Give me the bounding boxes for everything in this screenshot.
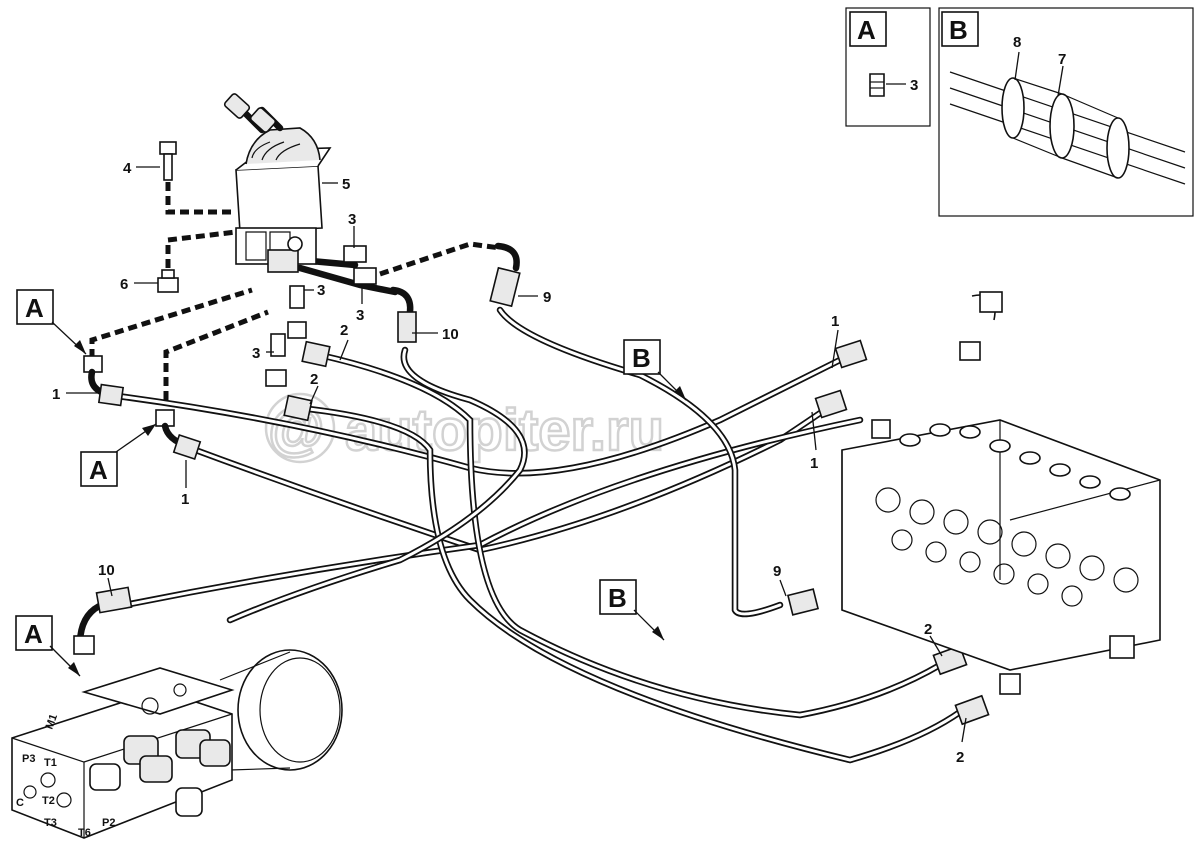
leader-lines xyxy=(66,166,967,743)
port-label-t1: T1 xyxy=(44,757,57,769)
callout-4: 4 xyxy=(123,160,132,177)
joystick-assembly xyxy=(157,93,332,293)
view-tag-a-1: A xyxy=(25,293,44,323)
callout-2-lower: 2 xyxy=(310,371,318,388)
inset-view-a: A 3 xyxy=(845,7,931,127)
dashed-references xyxy=(89,168,501,400)
callout-numbers: 4 5 6 3 3 3 3 2 2 1 1 10 9 1 1 9 2 2 10 xyxy=(52,160,964,766)
callout-3-inset: 3 xyxy=(910,77,918,94)
callout-3-left: 3 xyxy=(252,345,260,362)
port-label-t3: T3 xyxy=(44,817,57,829)
view-tag-b-2: B xyxy=(608,583,627,613)
callout-6: 6 xyxy=(120,276,128,293)
port-label-t6: T6 xyxy=(78,827,91,839)
callout-3-top: 3 xyxy=(348,211,356,228)
view-tag-b-1: B xyxy=(632,343,651,373)
callout-5: 5 xyxy=(342,176,350,193)
callout-3-mid: 3 xyxy=(317,282,325,299)
callout-1-bottom: 1 xyxy=(181,491,189,508)
hoses xyxy=(106,256,964,764)
port-label-m1: M1 xyxy=(44,713,61,731)
inset-b-label: B xyxy=(949,15,968,45)
port-label-c: C xyxy=(16,797,24,809)
view-tag-a-2: A xyxy=(89,455,108,485)
callout-1-right-mid: 1 xyxy=(810,455,818,472)
port-label-p2: P2 xyxy=(102,817,115,829)
inset-view-b: B 8 7 xyxy=(938,7,1194,217)
watermark: @ autopiter.ru xyxy=(264,392,665,464)
view-tags: A A A B B xyxy=(15,289,687,677)
callout-10-lower: 10 xyxy=(98,562,115,579)
callout-2-right-upper: 2 xyxy=(924,621,932,638)
control-valve-block xyxy=(841,419,1161,671)
callout-2-right-lower: 2 xyxy=(956,749,964,766)
inset-a-label: A xyxy=(857,15,876,45)
callout-1-left: 1 xyxy=(52,386,60,403)
callout-9-upper: 9 xyxy=(543,289,551,306)
callout-10-upper: 10 xyxy=(442,326,459,343)
callout-8: 8 xyxy=(1013,34,1021,51)
port-label-t2: T2 xyxy=(42,795,55,807)
callout-9-lower: 9 xyxy=(773,563,781,580)
callout-7: 7 xyxy=(1058,51,1066,68)
callout-1-right-top: 1 xyxy=(831,313,839,330)
pilot-valve-block: M1 P3 T1 T2 T3 T6 P2 C xyxy=(11,649,343,839)
hose-fittings xyxy=(73,242,1021,726)
watermark-text: autopiter.ru xyxy=(345,398,664,463)
callout-3-right: 3 xyxy=(356,307,364,324)
port-label-p3: P3 xyxy=(22,753,35,765)
view-tag-a-3: A xyxy=(24,619,43,649)
callout-2-upper: 2 xyxy=(340,322,348,339)
